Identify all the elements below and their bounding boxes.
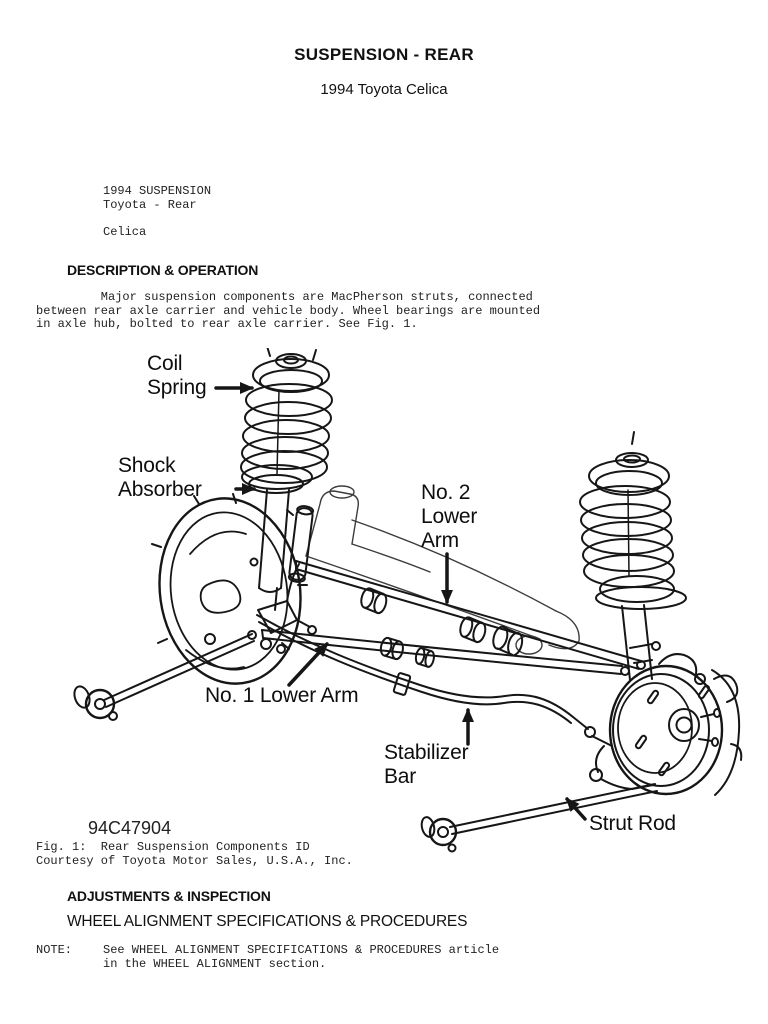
no2-lower-arm [286,560,646,670]
no2-lower-arm-label: No. 2 Lower Arm [421,481,478,552]
strut-rod-arrow [565,797,587,821]
figure-part-code: 94C47904 [88,818,172,838]
suspension-line-drawing [73,348,743,853]
damper-detail [287,505,315,583]
coil-spring-label: Coil Spring [147,352,207,399]
note-label: NOTE: [36,943,73,957]
note-block: NOTE: See WHEEL ALIGNMENT SPECIFICATIONS… [36,943,500,971]
left-brake-backing-plate [151,493,308,685]
stabilizer-bar-label: Stabilizer Bar [384,741,469,788]
figure-caption: Fig. 1: Rear Suspension Components ID Co… [36,840,353,868]
no1-lower-arm-arrow [287,642,329,687]
crossmember-ghost [305,485,580,655]
right-strut-rod [420,783,658,853]
right-strut-assembly [579,431,687,681]
left-strut-assembly [240,348,333,593]
right-brake-rotor [589,653,743,796]
left-strut-rod [73,633,255,721]
callout-arrows [214,382,587,821]
wheel-alignment-subheading: WHEEL ALIGNMENT SPECIFICATIONS & PROCEDU… [67,913,468,930]
description-body: Major suspension components are MacPhers… [36,290,541,331]
note-text: See WHEEL ALIGNMENT SPECIFICATIONS & PRO… [103,943,500,971]
page-subtitle: 1994 Toyota Celica [320,81,448,98]
doc-header-block: 1994 SUSPENSION Toyota - Rear Celica [103,184,212,239]
page-title: SUSPENSION - REAR [294,45,474,64]
strut-rod-label: Strut Rod [589,812,676,835]
shock-absorber-label: Shock Absorber [118,454,202,501]
adjustments-heading: ADJUSTMENTS & INSPECTION [67,888,271,904]
description-heading: DESCRIPTION & OPERATION [67,262,259,278]
left-axle-carrier [247,587,317,654]
figure-1-suspension-diagram: Coil Spring Shock Absorber No. 2 Lower A… [0,348,768,860]
no1-lower-arm-label: No. 1 Lower Arm [205,684,359,707]
